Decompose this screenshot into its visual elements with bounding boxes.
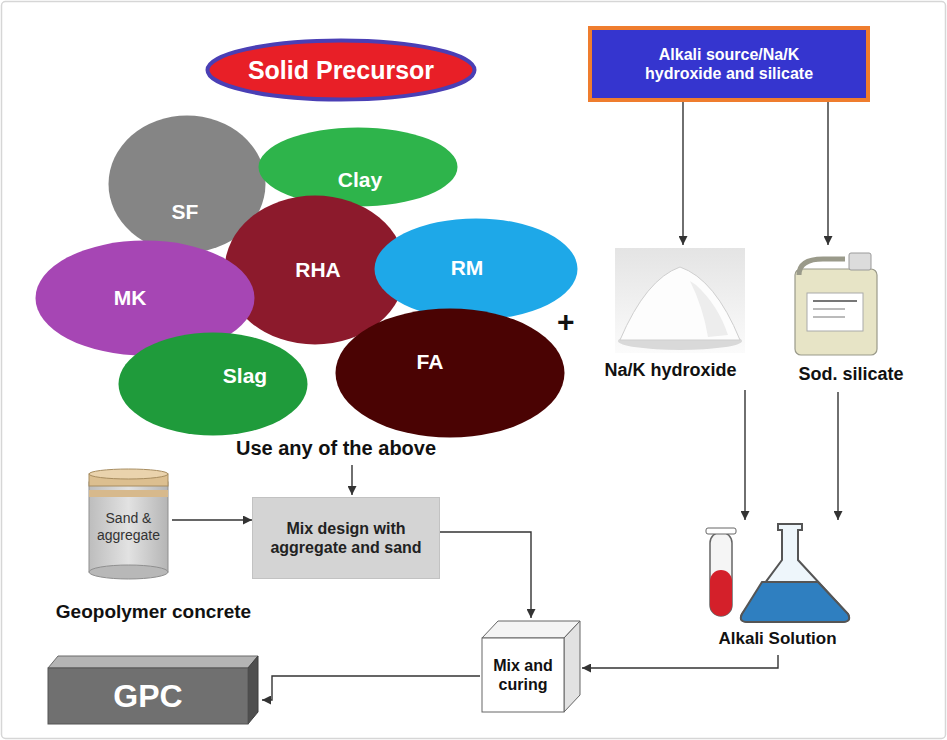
text-region: SF — [145, 197, 225, 227]
alkali-source-box: Alkali source/Na/K hydroxide and silicat… — [588, 26, 870, 102]
text-region: Mix and curing — [482, 638, 564, 712]
jug-body — [795, 269, 877, 355]
node-text: Sand & aggregate — [91, 510, 166, 544]
node-text: GPC — [113, 677, 182, 715]
slab-side — [248, 656, 258, 724]
node-shape — [252, 497, 440, 579]
jug-handle — [799, 259, 845, 275]
jar-lid-top — [89, 469, 168, 479]
flow-arrow — [744, 390, 745, 520]
node-text: Mix and curing — [484, 656, 562, 694]
flask-glass — [741, 524, 849, 622]
box-outline — [253, 498, 440, 579]
flow-arrow — [837, 392, 838, 520]
node-text: Mix design with aggregate and sand — [260, 519, 432, 557]
jug-label — [807, 293, 863, 331]
flow-arrow — [262, 676, 480, 700]
cube-side — [564, 621, 580, 712]
blue-liquid — [741, 582, 849, 622]
photo-ground — [615, 248, 745, 353]
jar-band — [89, 490, 168, 497]
cube-front — [482, 638, 564, 712]
node-shape — [335, 308, 565, 438]
ellipse-outline — [259, 128, 458, 207]
node-shape — [118, 332, 308, 436]
slab-top — [48, 656, 258, 668]
concrete-slab: Geopolymer concreteGPC — [45, 596, 262, 728]
text-region: Sand & aggregate — [89, 502, 168, 552]
solution-flask: Alkali Solution — [690, 520, 865, 655]
flow-arrow — [827, 102, 828, 245]
silicate-picture: Sod. silicate — [765, 245, 937, 392]
jug-cap — [849, 253, 871, 270]
node-text: MK — [114, 285, 147, 310]
text-region: Solid Precursor — [205, 38, 477, 102]
hydroxide-picture: Na/K hydroxide — [578, 245, 763, 390]
jar-body — [89, 482, 168, 572]
plus-sign: + — [557, 304, 575, 340]
flow-arrow — [172, 519, 252, 520]
node-text: Sod. silicate — [798, 364, 903, 386]
test-tube — [710, 532, 732, 616]
ellipse-outline — [375, 219, 578, 320]
node-text: SF — [172, 199, 199, 224]
text-region: Mix design with aggregate and sand — [258, 501, 434, 575]
node-text: Alkali Solution — [718, 629, 836, 649]
node-text: RM — [451, 255, 484, 280]
red-liquid — [710, 570, 732, 616]
label-line — [813, 309, 845, 310]
powder-heap — [620, 267, 740, 340]
node-shape — [588, 26, 870, 102]
flow-arrow — [682, 102, 683, 245]
node-text: Alkali source/Na/K hydroxide and silicat… — [622, 45, 837, 83]
mixing-cube: Mix and curing — [480, 618, 582, 714]
ellipse-outline — [208, 41, 475, 100]
material-ellipse: FA — [335, 308, 565, 438]
selection-arrow — [351, 465, 352, 495]
flow-arrow — [440, 532, 531, 618]
note-label: Use any of the above — [236, 436, 436, 460]
text-region: RHA — [278, 255, 358, 285]
text-region: Sod. silicate — [765, 359, 937, 391]
ellipse-outline — [119, 333, 308, 436]
jar-base — [89, 565, 168, 579]
text-region: GPC — [48, 668, 248, 724]
ellipse-outline — [336, 309, 565, 438]
text-region: RM — [427, 253, 507, 283]
aggregate-jar: Sand & aggregate — [85, 468, 172, 582]
node-text: Slag — [223, 363, 267, 388]
tube-rim — [706, 528, 736, 534]
text-region: Alkali Solution — [690, 624, 865, 654]
text-region: MK — [90, 283, 170, 313]
node-text: Solid Precursor — [248, 55, 434, 85]
text-region: Slag — [205, 361, 285, 391]
slab-front — [48, 668, 248, 724]
text-region: Clay — [320, 165, 400, 195]
node-text: Geopolymer concrete — [56, 601, 251, 624]
text-region: Geopolymer concrete — [45, 598, 262, 626]
material-ellipse: Clay — [258, 127, 458, 207]
powder-shade — [690, 281, 728, 337]
node-text: RHA — [295, 257, 341, 282]
material-ellipse: RM — [374, 218, 578, 320]
precursor-ellipse: Solid Precursor — [205, 38, 477, 102]
box-outline — [590, 28, 868, 100]
node-text: Na/K hydroxide — [604, 360, 736, 382]
cube-top — [482, 621, 580, 638]
text-region: Na/K hydroxide — [578, 355, 763, 387]
label-line — [813, 317, 845, 318]
text-region: Alkali source/Na/K hydroxide and silicat… — [596, 32, 862, 96]
label-line — [813, 300, 857, 302]
text-region: FA — [390, 347, 470, 377]
node-shape — [258, 127, 458, 207]
process-box: Mix design with aggregate and sand — [252, 497, 440, 579]
node-text: FA — [417, 349, 444, 374]
flow-arrow — [582, 655, 778, 668]
node-text: Clay — [338, 167, 382, 192]
material-ellipse: Slag — [118, 332, 308, 436]
